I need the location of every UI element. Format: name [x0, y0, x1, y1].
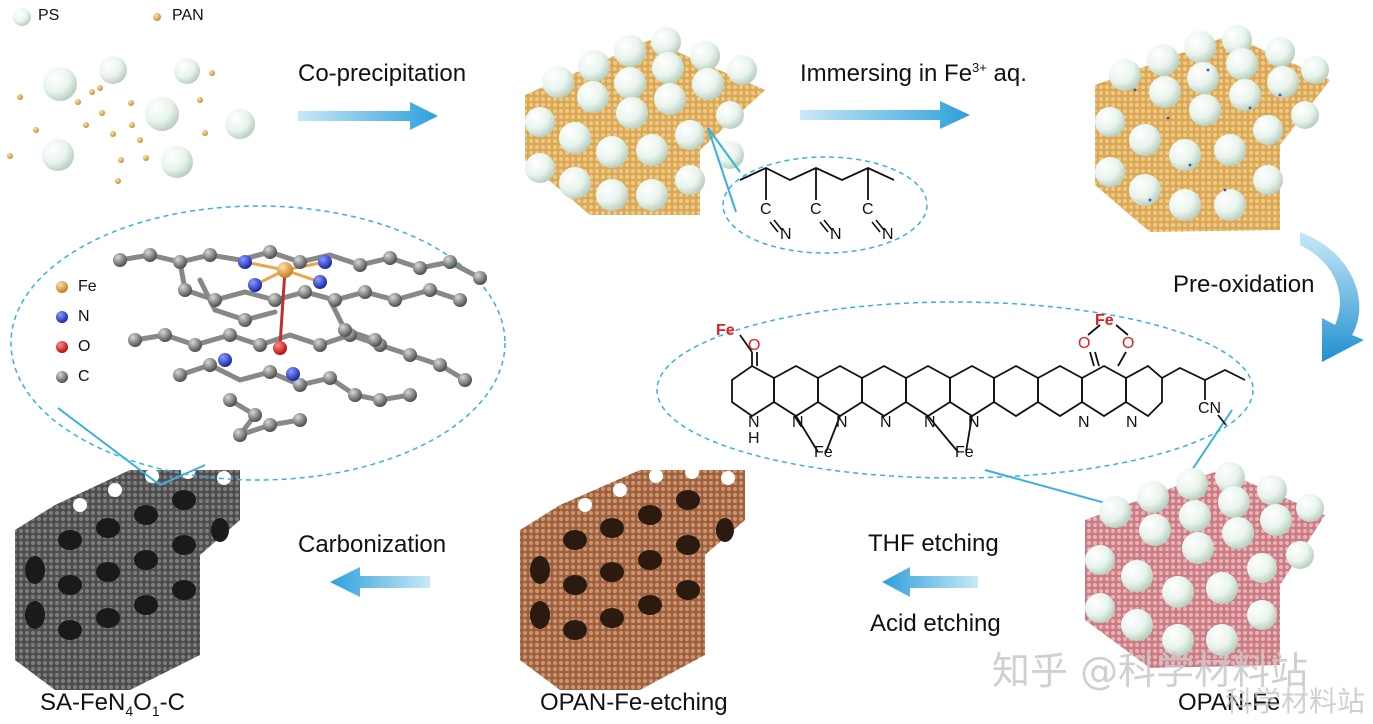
- immersing-suffix: aq.: [986, 60, 1027, 87]
- opan-fe-chelate-2: Fe: [955, 444, 974, 461]
- n-legend-atom: [56, 311, 68, 323]
- sa-subscript-4: 4: [125, 702, 134, 719]
- opan-fe-cube: [1085, 462, 1325, 668]
- opan-n5: N: [968, 414, 980, 431]
- opan-n1: N: [792, 414, 804, 431]
- pan-c3: C: [862, 201, 874, 218]
- opan-fe-structure-zoom: [656, 301, 1254, 519]
- pan-n3: N: [882, 226, 894, 243]
- sa-suffix: -C: [159, 689, 185, 716]
- carbonization-label: Carbonization: [298, 531, 447, 558]
- pan-n1: N: [780, 226, 792, 243]
- opan-fe-left: Fe: [716, 322, 735, 339]
- sa-o: O: [133, 689, 152, 716]
- sa-subscript-1: 1: [151, 702, 160, 719]
- acid-etching-label: Acid etching: [870, 610, 1001, 637]
- opan-fe-etching-frame: [520, 465, 745, 690]
- c-atom-label: C: [78, 368, 90, 385]
- fe-atom-label: Fe: [78, 278, 97, 295]
- opan-o-left: O: [748, 337, 761, 354]
- opan-n4: N: [924, 414, 936, 431]
- arrow-coprecipitation: [298, 102, 438, 130]
- opan-nh-n: N: [748, 414, 760, 431]
- opan-cn: CN: [1198, 400, 1222, 417]
- opan-n7: N: [1126, 414, 1138, 431]
- sa-fen4o1-c-frame: [15, 465, 240, 690]
- fe-legend-atom: [56, 281, 68, 293]
- n-atom-label: N: [78, 308, 90, 325]
- o-legend-atom: [56, 341, 68, 353]
- pan-n2: N: [830, 226, 842, 243]
- pan-legend-dot: [153, 13, 161, 21]
- ps-pan-dispersion: [7, 8, 255, 184]
- opan-fe-right: Fe: [1095, 312, 1114, 329]
- c-legend-atom: [56, 371, 68, 383]
- opan-n2: N: [836, 414, 848, 431]
- immersing-label: Immersing in Fe3+ aq.: [800, 60, 1027, 88]
- opan-n6: N: [1078, 414, 1090, 431]
- watermark-main: 知乎 @科学材料站: [992, 649, 1309, 693]
- arrow-carbonization: [330, 567, 430, 597]
- o-atom-label: O: [78, 338, 91, 355]
- sa-prefix: SA-FeN: [40, 689, 126, 716]
- immersing-superscript: 3+: [972, 60, 987, 75]
- arrow-immersing: [800, 101, 970, 129]
- opan-nh-h: H: [748, 430, 760, 447]
- arrow-preoxidation: [1300, 232, 1364, 362]
- atomic-model-zoom: [10, 205, 506, 486]
- opan-fe-label: OPAN-Fe: [1178, 689, 1281, 716]
- ps-legend-label: PS: [38, 7, 60, 24]
- arrow-etching: [882, 567, 978, 597]
- opan-o-right-1: O: [1078, 335, 1091, 352]
- ps-pan-composite-cube: [525, 27, 765, 215]
- pan-c1: C: [760, 201, 772, 218]
- sa-fen4o1-c-label: SA-FeN4O1-C: [40, 689, 185, 719]
- preoxidation-label: Pre-oxidation: [1173, 271, 1315, 298]
- opan-o-right-2: O: [1122, 335, 1135, 352]
- thf-etching-label: THF etching: [868, 530, 999, 557]
- watermark-secondary: 科学材料站: [1225, 685, 1366, 718]
- immersing-prefix: Immersing in Fe: [800, 60, 973, 87]
- ps-legend-sphere: [13, 8, 31, 26]
- opan-n3: N: [880, 414, 892, 431]
- coprecipitation-label: Co-precipitation: [298, 60, 467, 87]
- pan-structure-zoom: [707, 127, 928, 254]
- fe-immersed-cube: [1095, 25, 1330, 232]
- pan-legend-label: PAN: [172, 7, 204, 24]
- pan-c2: C: [810, 201, 822, 218]
- opan-fe-etching-label: OPAN-Fe-etching: [540, 689, 728, 716]
- opan-fe-chelate-1: Fe: [814, 444, 833, 461]
